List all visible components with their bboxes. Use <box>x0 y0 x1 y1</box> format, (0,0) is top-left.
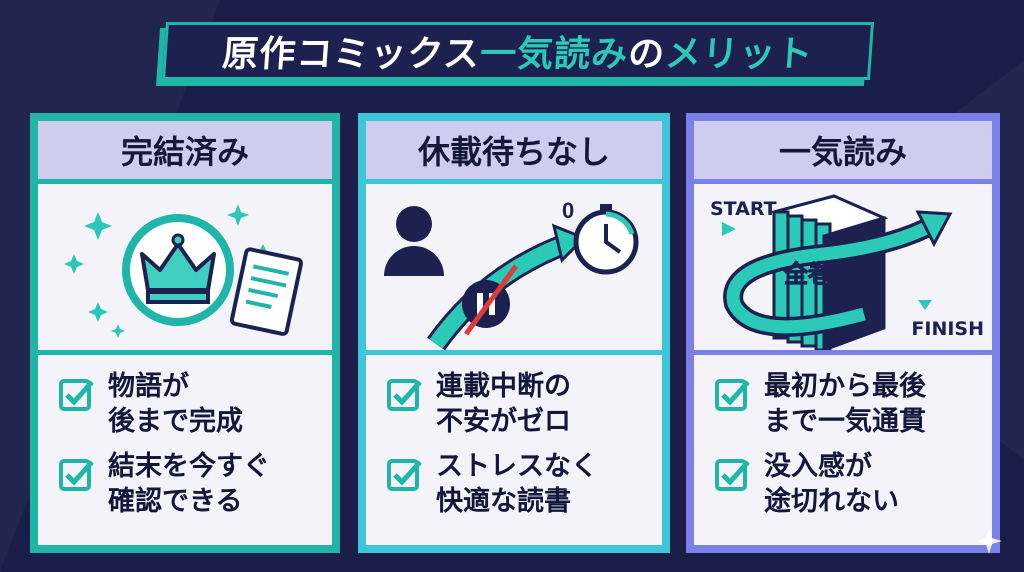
card-completed: 完結済み 物語が後まで完成 結末を今すぐ確認できる <box>30 113 340 553</box>
benefit-list: 連載中断の不安がゼロ ストレスなく快適な読書 <box>366 355 662 545</box>
card-title: 完結済み <box>38 121 332 179</box>
checkbox-checked-icon <box>715 379 750 411</box>
checkbox-checked-icon <box>715 459 750 492</box>
list-item: 連載中断の不安がゼロ <box>386 369 662 439</box>
item-line: 最初から最後 <box>764 371 926 402</box>
list-item: 最初から最後まで一気通貫 <box>714 369 992 439</box>
card-title: 一気読み <box>694 121 992 179</box>
item-line: 没入感が <box>764 451 872 483</box>
item-line: ストレスなく <box>436 451 598 483</box>
books-label: 全巻 <box>783 260 832 288</box>
stopwatch-label: 0 <box>562 198 574 223</box>
title-part: 原作コミックス <box>220 34 482 75</box>
card-binge-read: 一気読み 全巻 START FINISH 最初から最後まで一気通貫 没入感が途切… <box>686 113 1000 553</box>
start-label: START <box>710 198 777 220</box>
checkbox-checked-icon <box>387 379 422 411</box>
item-line: 確認できる <box>108 486 243 518</box>
item-line: 不安がゼロ <box>436 406 571 438</box>
card-no-hiatus: 休載待ちなし 0 連載中断の不安がゼロ ストレスなく快適な読書 <box>358 113 670 553</box>
crown-and-scroll-icon <box>38 184 332 350</box>
benefit-list: 物語が後まで完成 結末を今すぐ確認できる <box>38 355 332 545</box>
list-item: 没入感が途切れない <box>714 449 992 519</box>
books-arrow-icon: 全巻 START FINISH <box>694 184 992 353</box>
card-title: 休載待ちなし <box>366 121 662 179</box>
title-part: メリット <box>663 34 815 75</box>
finish-label: FINISH <box>911 318 984 340</box>
benefit-list: 最初から最後まで一気通貫 没入感が途切れない <box>694 355 992 545</box>
list-item: 結末を今すぐ確認できる <box>58 449 332 519</box>
title-part: の <box>626 34 667 75</box>
item-line: 途切れない <box>764 486 899 518</box>
item-line: 結末を今すぐ <box>108 451 270 483</box>
item-line: 物語が <box>108 371 189 402</box>
sparkle-icon <box>976 528 1002 554</box>
list-item: ストレスなく快適な読書 <box>386 449 662 519</box>
item-line: 後まで完成 <box>108 406 243 438</box>
title-part: 一気読み <box>478 34 630 75</box>
item-line: 連載中断の <box>436 371 571 402</box>
item-line: まで一気通貫 <box>764 406 926 438</box>
person-pause-stopwatch-icon: 0 <box>366 184 662 351</box>
checkbox-checked-icon <box>387 459 422 492</box>
title-banner: 原作コミックス一気読みのメリット <box>155 22 875 86</box>
list-item: 物語が後まで完成 <box>58 369 332 439</box>
checkbox-checked-icon <box>59 459 94 492</box>
item-line: 快適な読書 <box>436 486 571 518</box>
checkbox-checked-icon <box>59 379 94 411</box>
